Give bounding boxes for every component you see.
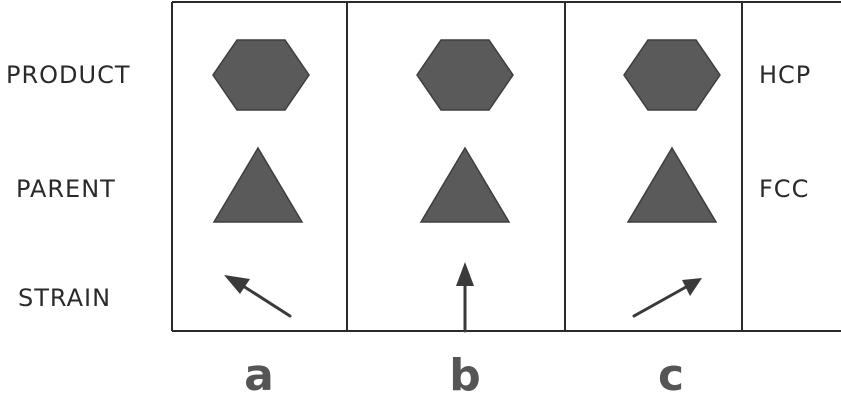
- parent-triangle-a: [212, 146, 304, 223]
- strain-arrow-c: [632, 278, 702, 318]
- parent-triangle-b: [419, 146, 511, 223]
- row-label-strain: STRAIN: [18, 284, 111, 312]
- frame: [171, 1, 841, 332]
- column-label-c: c: [658, 350, 684, 396]
- strain-arrow-a: [224, 275, 292, 318]
- column-label-b: b: [449, 350, 481, 396]
- phase-label-product: HCP: [759, 61, 811, 89]
- strain-arrow-b: [456, 262, 474, 333]
- product-hexagon-a: [212, 39, 310, 111]
- column-a: a: [212, 39, 310, 396]
- row-label-parent: PARENT: [16, 175, 116, 203]
- product-hexagon-c: [623, 39, 721, 111]
- column-c: c: [623, 39, 721, 396]
- parent-triangle-c: [626, 146, 718, 223]
- column-b: b: [416, 39, 514, 396]
- product-hexagon-b: [416, 39, 514, 111]
- column-label-a: a: [244, 350, 274, 396]
- phase-label-parent: FCC: [759, 175, 809, 203]
- row-label-product: PRODUCT: [6, 61, 131, 89]
